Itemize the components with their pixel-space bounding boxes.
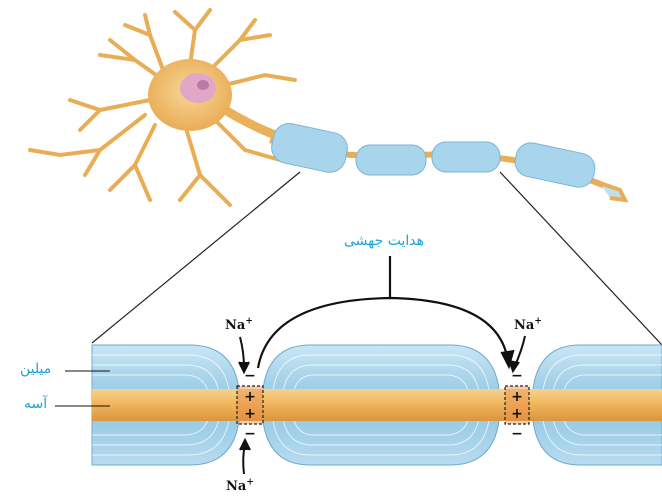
charge-plus: + (511, 406, 523, 422)
sodium-ion-bottom-left: Na+ (226, 479, 254, 494)
charge-plus: + (511, 389, 523, 405)
axon-label: آسه (24, 396, 47, 412)
axon-terminal (600, 183, 625, 200)
node-of-ranvier-left: − + + − (237, 368, 263, 442)
axon-hillock (225, 110, 275, 135)
zoom-line-left (92, 172, 300, 343)
sodium-ion-top-right: Na+ (514, 318, 542, 333)
sodium-ion-top-left: Na+ (225, 318, 253, 333)
node-of-ranvier-right: − + + − (505, 368, 529, 442)
nucleolus (197, 80, 209, 90)
charge-minus: − (511, 426, 523, 442)
saltatory-conduction-label: هدایت جهشی (344, 233, 424, 249)
myelin-label: میلین (20, 361, 51, 377)
axon (92, 389, 662, 421)
charge-plus: + (244, 389, 256, 405)
charge-plus: + (244, 406, 256, 422)
nucleus (180, 73, 216, 103)
neuron-myelin-segments (269, 121, 598, 190)
